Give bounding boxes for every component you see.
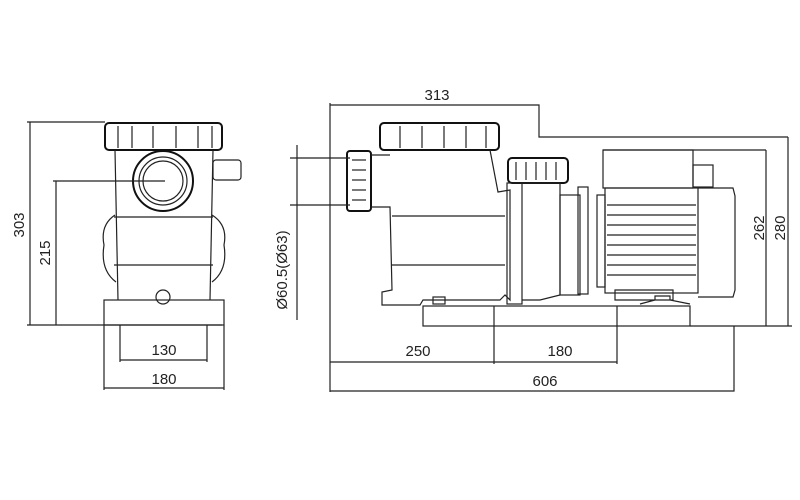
- side-base-hole-spacing-label: 180: [547, 343, 572, 360]
- side-strainer-lid: [379, 122, 500, 151]
- side-base: [422, 305, 691, 327]
- cable-gland: [692, 164, 714, 188]
- motor-height-label: 262: [751, 215, 768, 240]
- fan-cover: [698, 187, 736, 298]
- side-dimensions: [290, 103, 792, 392]
- outlet-union: [212, 159, 242, 181]
- front-dimensions: [27, 121, 225, 390]
- pump-housing-flange: [506, 182, 523, 305]
- side-view-pump: [346, 122, 736, 327]
- total-height-label: 280: [772, 215, 789, 240]
- terminal-box: [602, 149, 694, 189]
- front-base-hole-spacing-label: 130: [151, 342, 176, 359]
- front-base-width-label: 180: [151, 371, 176, 388]
- outlet-union-side: [507, 157, 569, 184]
- drain-plug: [155, 289, 171, 305]
- motor-body: [604, 187, 699, 294]
- side-drain-plug: [432, 296, 446, 305]
- front-view-pump: [102, 122, 242, 326]
- side-length-to-outlet-label: 313: [424, 87, 449, 104]
- length-total-label: 606: [532, 373, 557, 390]
- strainer-lid: [104, 122, 223, 151]
- port-diameter-label: Ø60.5(Ø63): [274, 230, 291, 309]
- inlet-to-base-label: 250: [405, 343, 430, 360]
- front-height-total-label: 303: [11, 212, 28, 237]
- front-height-inlet-label: 215: [37, 240, 54, 265]
- inlet-union: [346, 150, 372, 212]
